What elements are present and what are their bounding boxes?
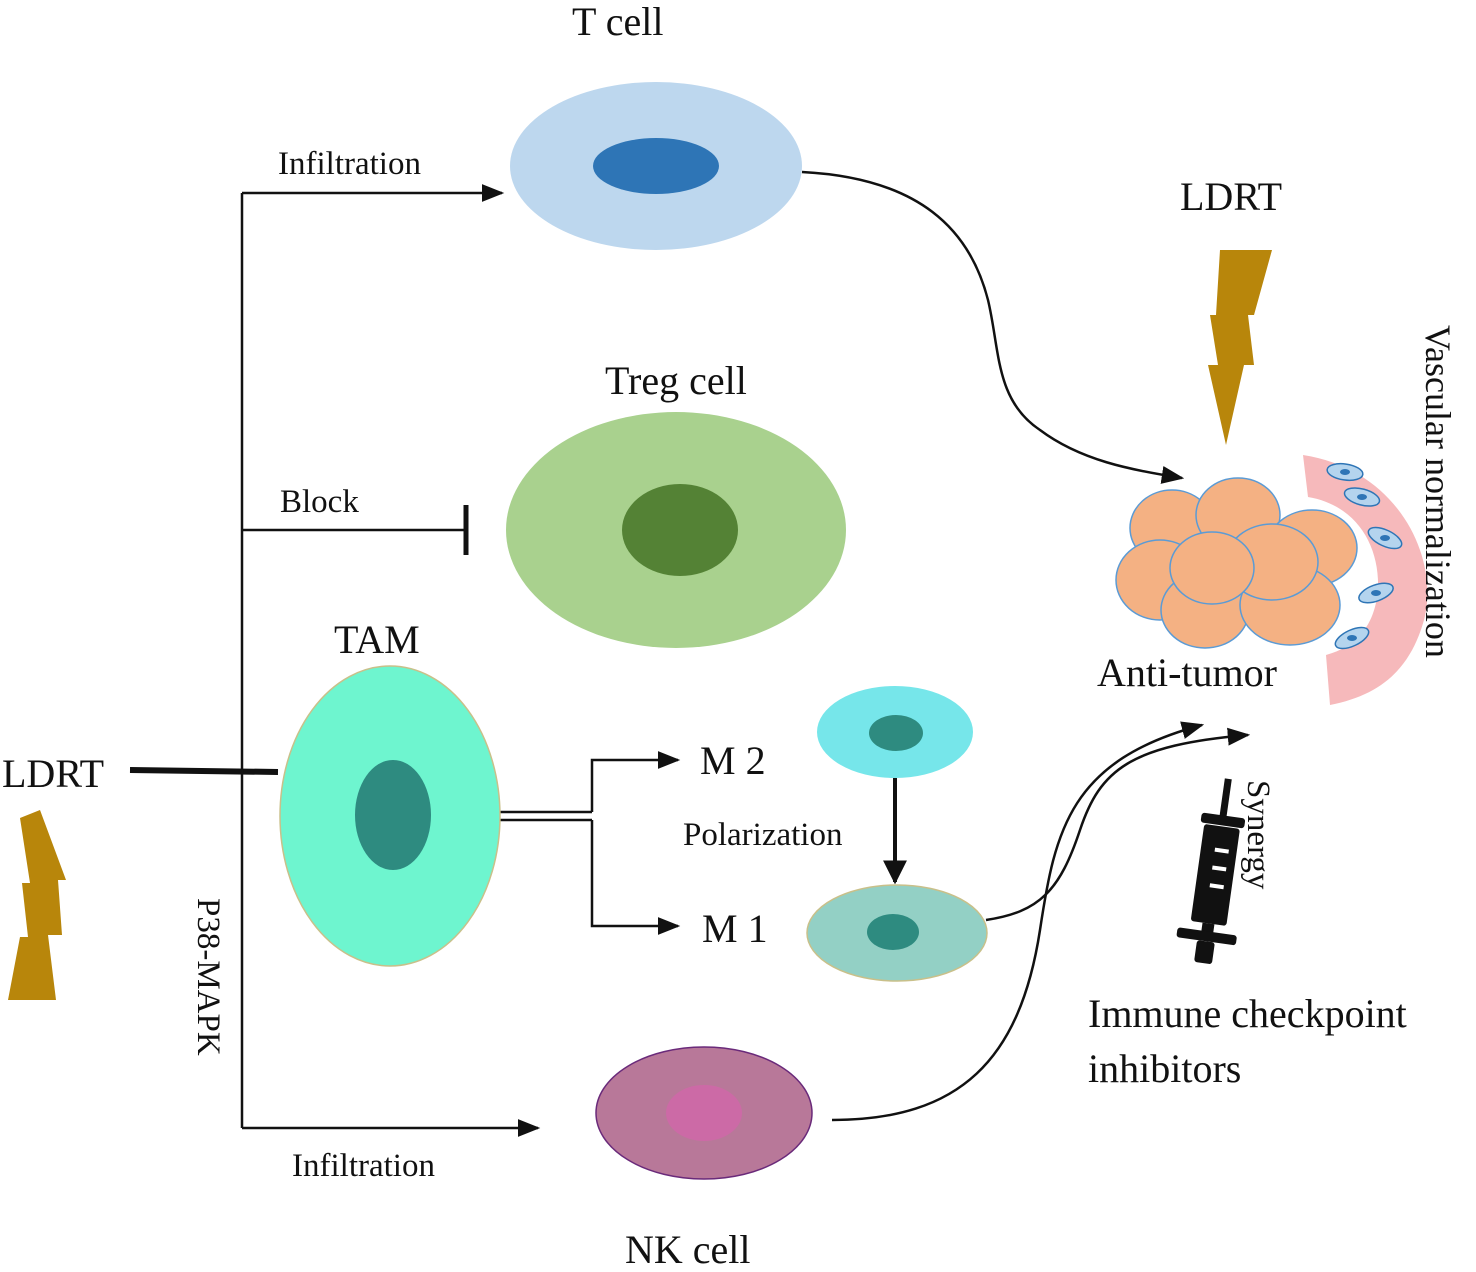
anti-tumor-label: Anti-tumor [1097,650,1277,695]
t-cell-to-tumor-curve [801,170,1185,484]
synergy-label: Synergy [1240,780,1276,890]
tam-cell [279,665,501,967]
m1-to-synergy-curve [985,727,1251,922]
icis-label-line1: Immune checkpoint [1088,991,1407,1036]
icis-label-line2: inhibitors [1088,1046,1241,1091]
t-cell-label: T cell [572,0,663,44]
t-cell [510,82,802,250]
tam-label: TAM [334,617,420,662]
endothelial-cells [1326,462,1403,650]
m1-cell [806,884,988,982]
nk-cell [595,1046,813,1180]
nk-cell-label: NK cell [625,1227,751,1272]
block-label: Block [280,484,359,520]
treg-cell [506,412,846,648]
infiltration-top-label: Infiltration [278,146,421,182]
p38-mapk-label: P38-MAPK [190,898,226,1056]
lightning-right-icon [1208,250,1272,445]
m2-cell-nucleus [869,715,923,751]
ldrt-right-label: LDRT [1180,174,1282,219]
t-cell-nucleus [593,138,719,194]
ldrt-stem-line [129,767,279,775]
vascular-normalization-label: Vascular normalization [1418,325,1458,658]
m1-label: M 1 [702,906,768,951]
lightning-left-icon [8,810,66,1000]
polarization-label: Polarization [683,817,842,853]
tam-cell-nucleus [355,760,431,870]
infiltration-bottom-label: Infiltration [292,1148,435,1184]
m2-cell [817,686,973,778]
m1-branch-arrow [590,820,681,935]
tumor-cluster [1115,477,1358,649]
syringe-icon [1176,778,1246,964]
m2-label: M 2 [700,738,766,783]
m1-cell-nucleus [867,914,919,950]
nk-cell-nucleus [666,1085,742,1141]
treg-cell-label: Treg cell [605,358,747,403]
ldrt-left-label: LDRT [2,751,104,796]
blood-vessel [1303,455,1428,705]
m2-branch-arrow [590,751,681,812]
treg-cell-nucleus [622,484,738,576]
nk-to-synergy-curve [831,721,1205,1122]
